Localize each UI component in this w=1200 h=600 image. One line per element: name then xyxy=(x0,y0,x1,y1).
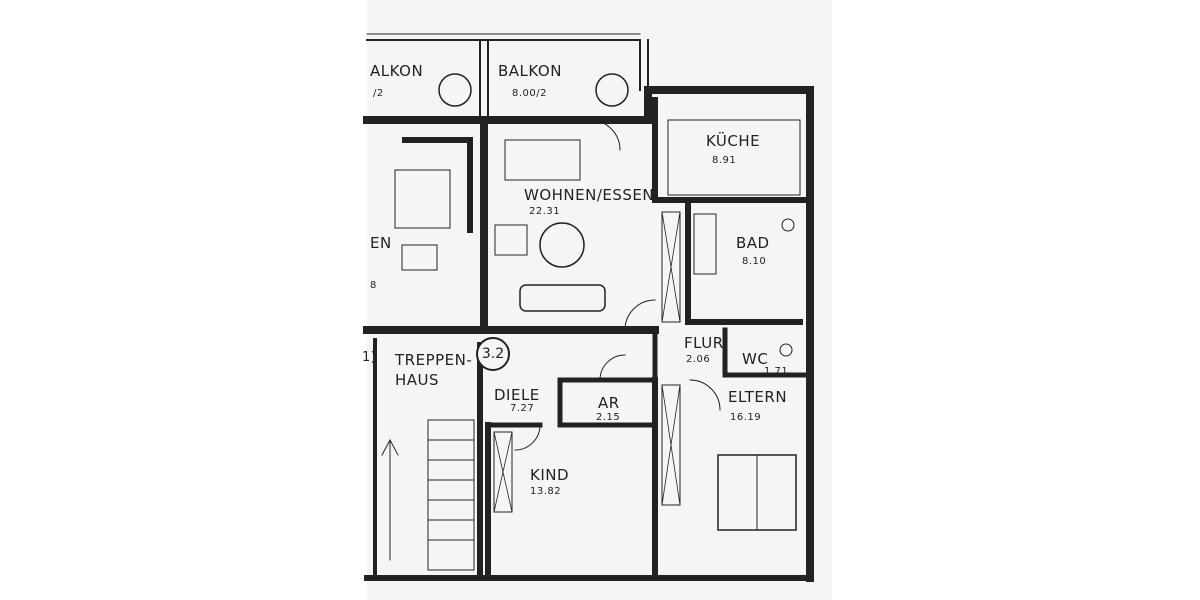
room-area-bad: 8.10 xyxy=(742,256,767,267)
room-name-balkon: BALKON xyxy=(498,62,562,80)
bad-walls xyxy=(685,202,803,325)
flur-walls xyxy=(652,327,813,378)
room-name-bad: BAD xyxy=(736,234,770,252)
room-area-diele: 7.27 xyxy=(510,403,535,414)
room-area-kind: 13.82 xyxy=(530,486,562,497)
room-area-flur: 2.06 xyxy=(686,354,711,365)
armchair xyxy=(494,224,528,256)
room-area-ar: 2.15 xyxy=(596,412,621,423)
ar-walls xyxy=(557,377,658,428)
wardrobe-kind xyxy=(493,431,513,513)
room-name-flur: FLUR xyxy=(684,334,724,352)
room-area-balkon: 8.00/2 xyxy=(512,88,547,99)
room-name-balkon-left: ALKON xyxy=(370,62,424,80)
sofa xyxy=(519,284,606,312)
corner-sofa xyxy=(402,137,473,233)
room-name-kueche: KÜCHE xyxy=(706,132,761,150)
room-area-kueche: 8.91 xyxy=(712,155,737,166)
left-badge-fragment: 1) xyxy=(362,350,377,365)
room-area-wc: 1.71 xyxy=(764,366,789,377)
wardrobe-eltern xyxy=(661,384,681,506)
room-area-balkon-left: /2 xyxy=(373,88,384,99)
balcony-divider xyxy=(479,39,489,121)
door-arc-eltern xyxy=(689,379,721,411)
door-arc-kind xyxy=(514,424,541,451)
stair-arrow xyxy=(381,439,399,561)
room-name-diele: DIELE xyxy=(494,386,540,404)
room-name-wohnen-left: EN xyxy=(370,234,392,252)
chair xyxy=(401,244,438,271)
room-area-eltern: 16.19 xyxy=(730,412,762,423)
dining-table xyxy=(504,139,581,181)
exterior-wall-top-right xyxy=(363,86,814,582)
wardrobe-flur xyxy=(661,211,681,323)
room-name-wc: WC xyxy=(742,350,769,368)
kitchen-counter xyxy=(667,119,801,196)
room-area-wohnen-essen: 22.31 xyxy=(529,206,561,217)
toilet-wc xyxy=(779,343,793,357)
coffee-table xyxy=(394,169,451,229)
room-area-wohnen-left: 8 xyxy=(370,280,377,291)
room-name-ar: AR xyxy=(598,394,620,412)
staircase xyxy=(427,419,475,571)
door-arc-wohnen xyxy=(589,119,621,151)
toilet-bad xyxy=(781,218,795,232)
kitchen-walls xyxy=(652,97,813,203)
balcony-end-wall xyxy=(639,39,649,91)
balcony-chair-right xyxy=(595,73,629,107)
door-arc-flur xyxy=(624,299,656,331)
room-name-eltern: ELTERN xyxy=(728,388,788,406)
unit-number-badge: 3.2 xyxy=(476,337,510,371)
room-name-treppenhaus: TREPPEN- HAUS xyxy=(395,351,473,389)
bathtub xyxy=(693,213,717,275)
door-arc-ar xyxy=(599,354,626,381)
room-name-wohnen-essen: WOHNEN/ESSEN xyxy=(524,186,655,204)
balcony-chair-left xyxy=(438,73,472,107)
round-table xyxy=(539,222,585,268)
room-name-kind: KIND xyxy=(530,466,570,484)
